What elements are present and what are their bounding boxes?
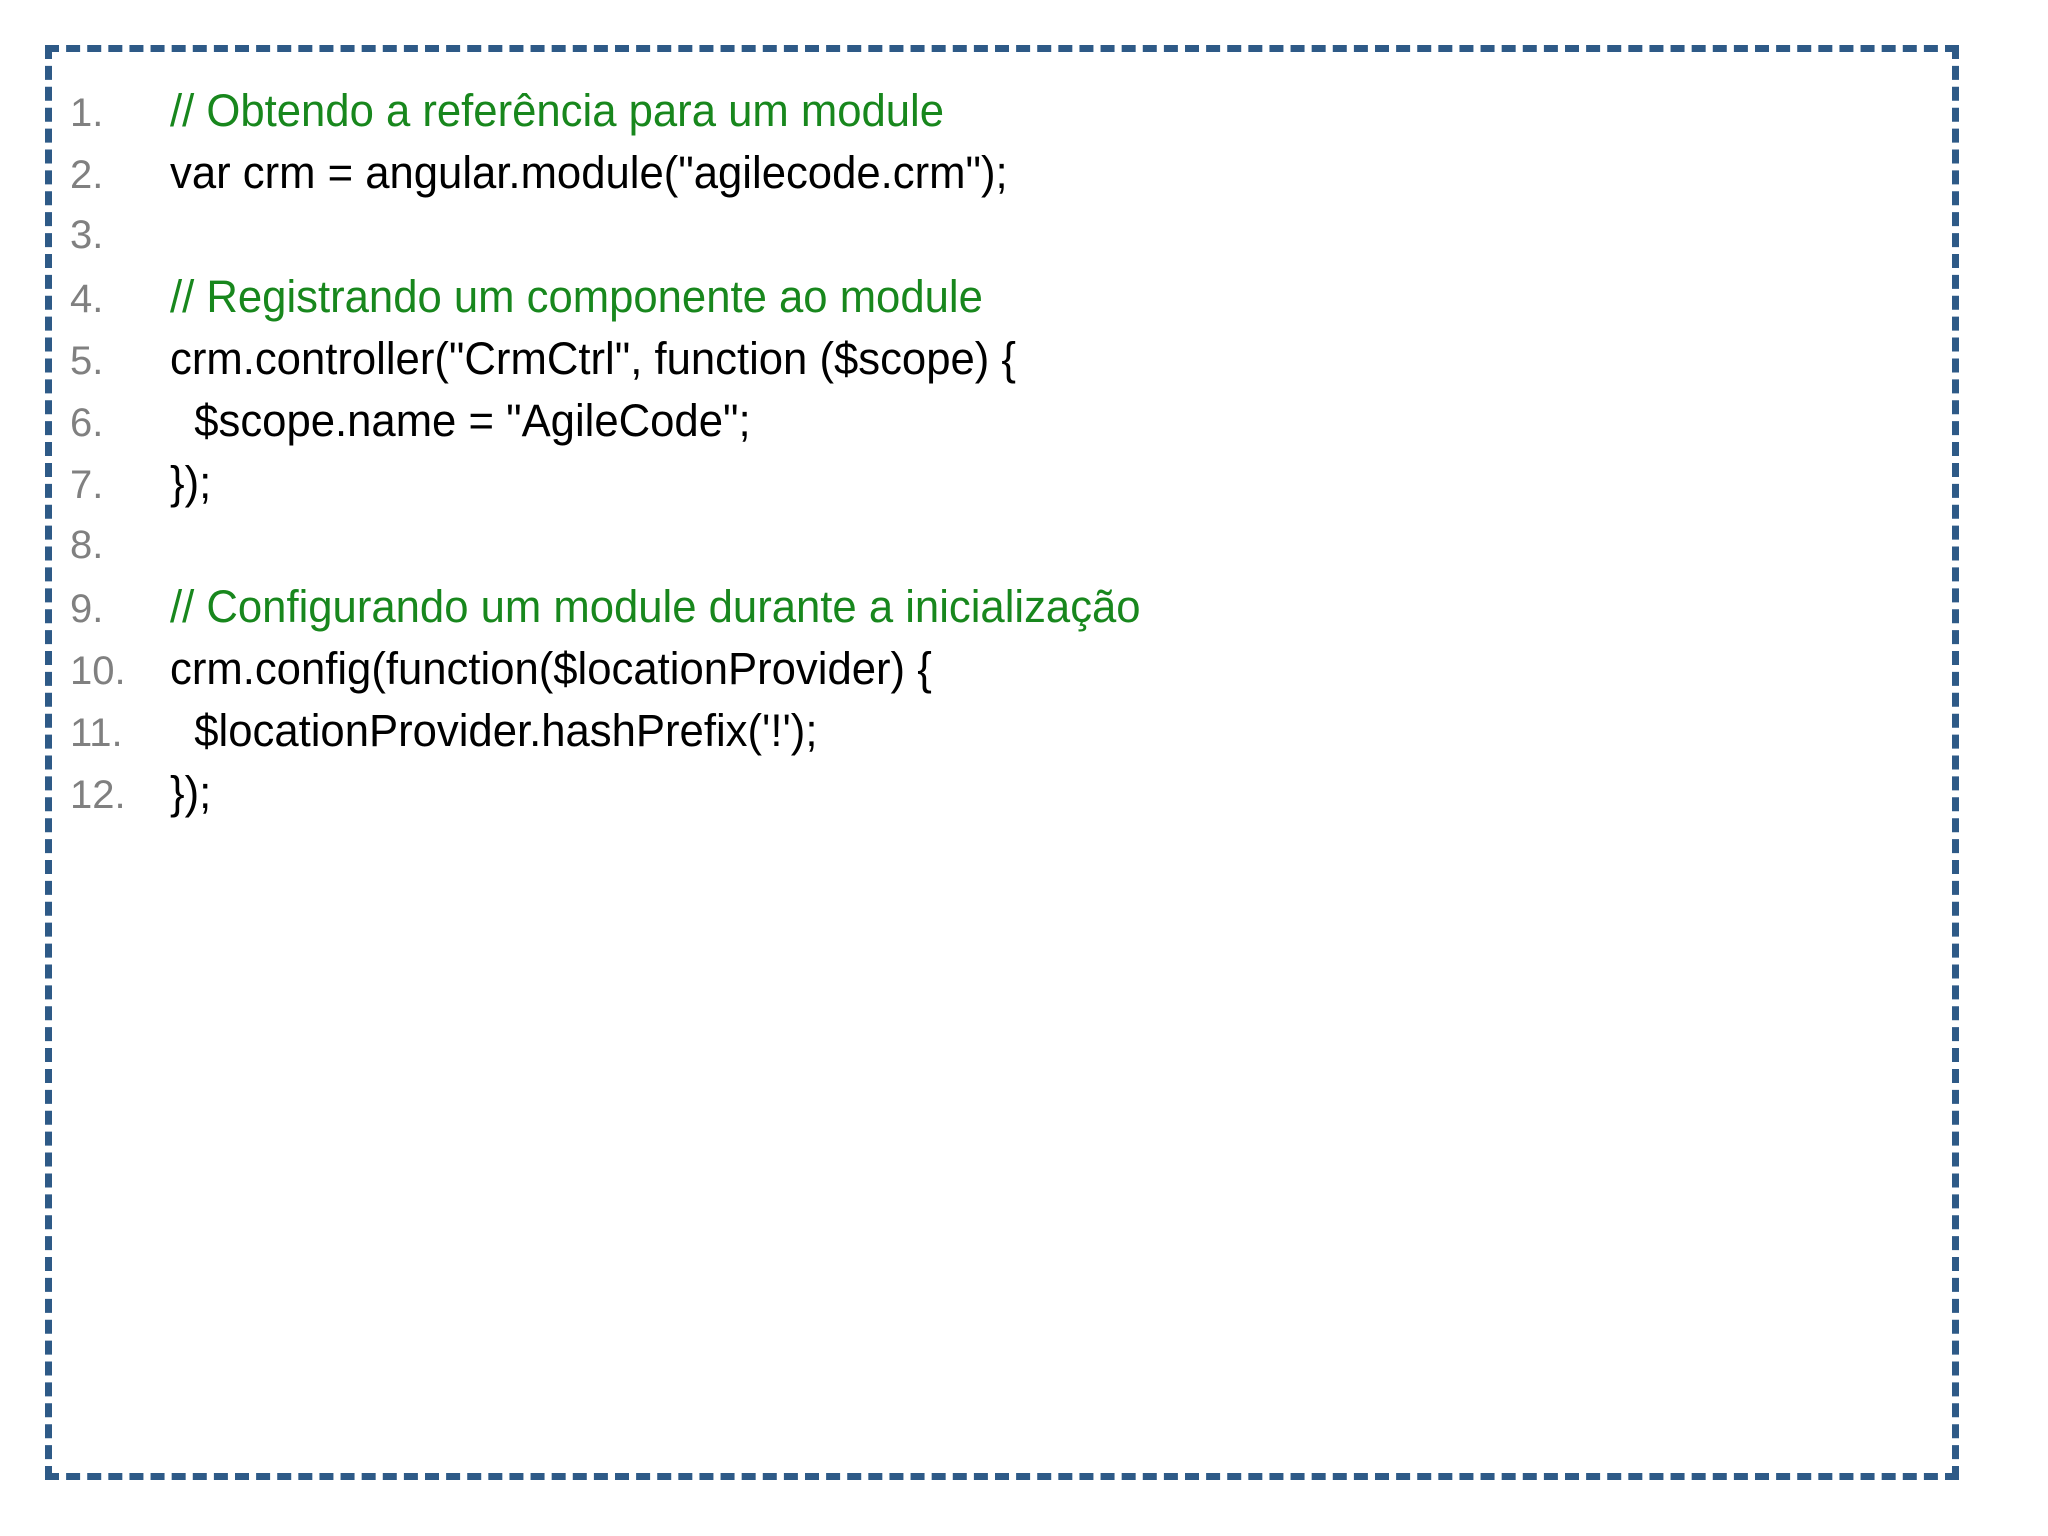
code-source-text: $scope.name = "AgileCode"; bbox=[170, 395, 751, 446]
code-line: 2. var crm = angular.module("agilecode.cr… bbox=[52, 142, 1952, 204]
code-source-text: crm.controller("CrmCtrl", function ($sco… bbox=[170, 333, 1017, 384]
code-source-text: }); bbox=[170, 767, 212, 818]
code-source-text: }); bbox=[170, 457, 212, 508]
code-line: 7.}); bbox=[52, 452, 1952, 514]
line-number: 3. bbox=[70, 213, 104, 257]
line-number: 12. bbox=[70, 773, 126, 817]
code-listing: 1. // Obtendo a referência para um module… bbox=[52, 80, 1952, 824]
line-number: 11. bbox=[70, 711, 123, 755]
code-source-text: $locationProvider.hashPrefix('!'); bbox=[170, 705, 818, 756]
line-number: 8. bbox=[70, 523, 104, 567]
line-number: 1. bbox=[70, 91, 104, 135]
code-line: 5. crm.controller("CrmCtrl", function ($s… bbox=[52, 328, 1952, 390]
code-source-text: crm.config(function($locationProvider) { bbox=[170, 643, 932, 694]
code-comment-text: // Registrando um componente ao module bbox=[170, 271, 983, 322]
code-source-text: var crm = angular.module("agilecode.crm"… bbox=[170, 147, 1008, 198]
line-number: 4. bbox=[70, 277, 104, 321]
code-line: 4. // Registrando um componente ao module bbox=[52, 266, 1952, 328]
code-line: 6. $scope.name = "AgileCode"; bbox=[52, 390, 1952, 452]
code-block-frame: 1. // Obtendo a referência para um module… bbox=[45, 45, 1959, 1480]
code-line: 8. bbox=[52, 514, 1952, 576]
line-number: 5. bbox=[70, 339, 104, 383]
line-number: 2. bbox=[70, 153, 104, 197]
code-line: 9. // Configurando um module durante a in… bbox=[52, 576, 1952, 638]
code-comment-text: // Obtendo a referência para um module bbox=[170, 85, 945, 136]
code-line: 10. crm.config(function($locationProvider… bbox=[52, 638, 1952, 700]
code-line: 12.}); bbox=[52, 762, 1952, 824]
line-number: 9. bbox=[70, 587, 104, 631]
line-number: 7. bbox=[70, 463, 104, 507]
code-line: 11. $locationProvider.hashPrefix('!'); bbox=[52, 700, 1952, 762]
code-line: 3. bbox=[52, 204, 1952, 266]
code-line: 1. // Obtendo a referência para um module bbox=[52, 80, 1952, 142]
line-number: 10. bbox=[70, 649, 126, 693]
code-comment-text: // Configurando um module durante a inic… bbox=[170, 581, 1141, 632]
line-number: 6. bbox=[70, 401, 104, 445]
